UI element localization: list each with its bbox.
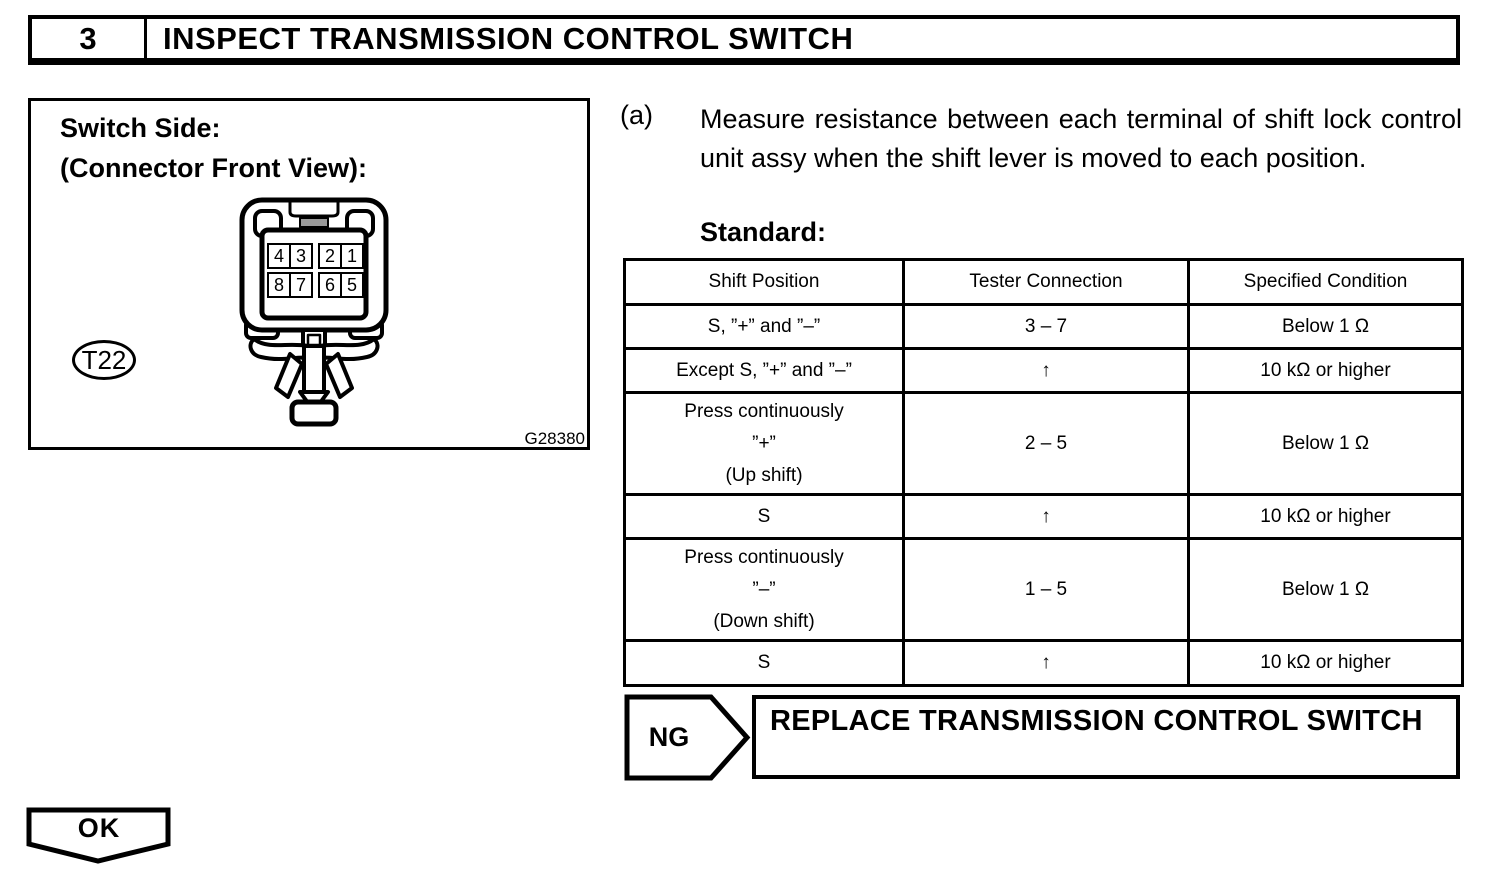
header-shift-position: Shift Position xyxy=(623,258,905,306)
header-tester-connection: Tester Connection xyxy=(902,258,1190,306)
table-cell: 10 kΩ or higher xyxy=(1187,493,1464,540)
spec-table: Shift Position Tester Connection Specifi… xyxy=(623,258,1464,687)
ok-arrow: OK xyxy=(26,807,172,865)
figure-caption: Switch Side: (Connector Front View): xyxy=(60,108,367,188)
table-cell: Below 1 Ω xyxy=(1187,537,1464,642)
ok-label: OK xyxy=(77,812,121,843)
figure-caption-line1: Switch Side: xyxy=(60,113,221,143)
ng-label: NG xyxy=(648,722,690,752)
pin-6: 6 xyxy=(318,272,342,298)
table-cell: 2 – 5 xyxy=(902,391,1190,496)
table-cell: Below 1 Ω xyxy=(1187,303,1464,350)
pin-row-bottom: 8 7 6 5 xyxy=(267,272,364,298)
pin-8: 8 xyxy=(267,272,291,298)
connector-code-badge: T22 xyxy=(72,340,136,380)
pin-7: 7 xyxy=(289,272,313,298)
standard-label: Standard: xyxy=(700,217,827,247)
table-row: Press continuously ”+” (Up shift) 2 – 5 … xyxy=(623,391,1464,496)
table-cell: 1 – 5 xyxy=(902,537,1190,642)
table-cell: ↑ xyxy=(902,347,1190,394)
table-row: S ↑ 10 kΩ or higher xyxy=(623,639,1464,687)
table-row: Press continuously ”–” (Down shift) 1 – … xyxy=(623,537,1464,642)
instruction-text: Measure resistance between each terminal… xyxy=(700,104,1462,173)
table-cell: Press continuously ”–” (Down shift) xyxy=(623,537,905,642)
ng-arrow-shape xyxy=(624,694,751,781)
table-header-row: Shift Position Tester Connection Specifi… xyxy=(623,258,1464,306)
pin-1: 1 xyxy=(340,243,364,269)
connector-pin-grid: 4 3 2 1 8 7 6 5 xyxy=(267,243,364,298)
connector-figure-box xyxy=(28,98,590,450)
ng-action-box: REPLACE TRANSMISSION CONTROL SWITCH xyxy=(752,695,1460,779)
pin-3: 3 xyxy=(289,243,313,269)
table-row: S ↑ 10 kΩ or higher xyxy=(623,493,1464,540)
pin-row-top: 4 3 2 1 xyxy=(267,243,364,269)
header-specified-condition: Specified Condition xyxy=(1187,258,1464,306)
figure-caption-line2: (Connector Front View): xyxy=(60,153,367,183)
connector-diagram xyxy=(239,197,389,427)
list-marker-a: (a) xyxy=(620,100,653,130)
table-row: Except S, ”+” and ”–” ↑ 10 kΩ or higher xyxy=(623,347,1464,394)
table-cell: ↑ xyxy=(902,639,1190,687)
table-cell: S xyxy=(623,493,905,540)
table-cell: 3 – 7 xyxy=(902,303,1190,350)
pin-4: 4 xyxy=(267,243,291,269)
table-cell: S xyxy=(623,639,905,687)
table-row: S, ”+” and ”–” 3 – 7 Below 1 Ω xyxy=(623,303,1464,350)
ng-arrow: NG xyxy=(623,693,751,782)
table-cell: Press continuously ”+” (Up shift) xyxy=(623,391,905,496)
step-number: 3 xyxy=(32,19,147,58)
figure-id: G28380 xyxy=(524,429,586,448)
page-title: INSPECT TRANSMISSION CONTROL SWITCH xyxy=(163,20,854,56)
ok-arrow-shape xyxy=(26,807,171,864)
pin-2: 2 xyxy=(318,243,342,269)
table-cell: ↑ xyxy=(902,493,1190,540)
pin-5: 5 xyxy=(340,272,364,298)
table-cell: S, ”+” and ”–” xyxy=(623,303,905,350)
table-cell: Except S, ”+” and ”–” xyxy=(623,347,905,394)
table-cell: 10 kΩ or higher xyxy=(1187,347,1464,394)
step-header: 3 INSPECT TRANSMISSION CONTROL SWITCH xyxy=(28,15,1460,65)
table-cell: Below 1 Ω xyxy=(1187,391,1464,496)
table-cell: 10 kΩ or higher xyxy=(1187,639,1464,687)
